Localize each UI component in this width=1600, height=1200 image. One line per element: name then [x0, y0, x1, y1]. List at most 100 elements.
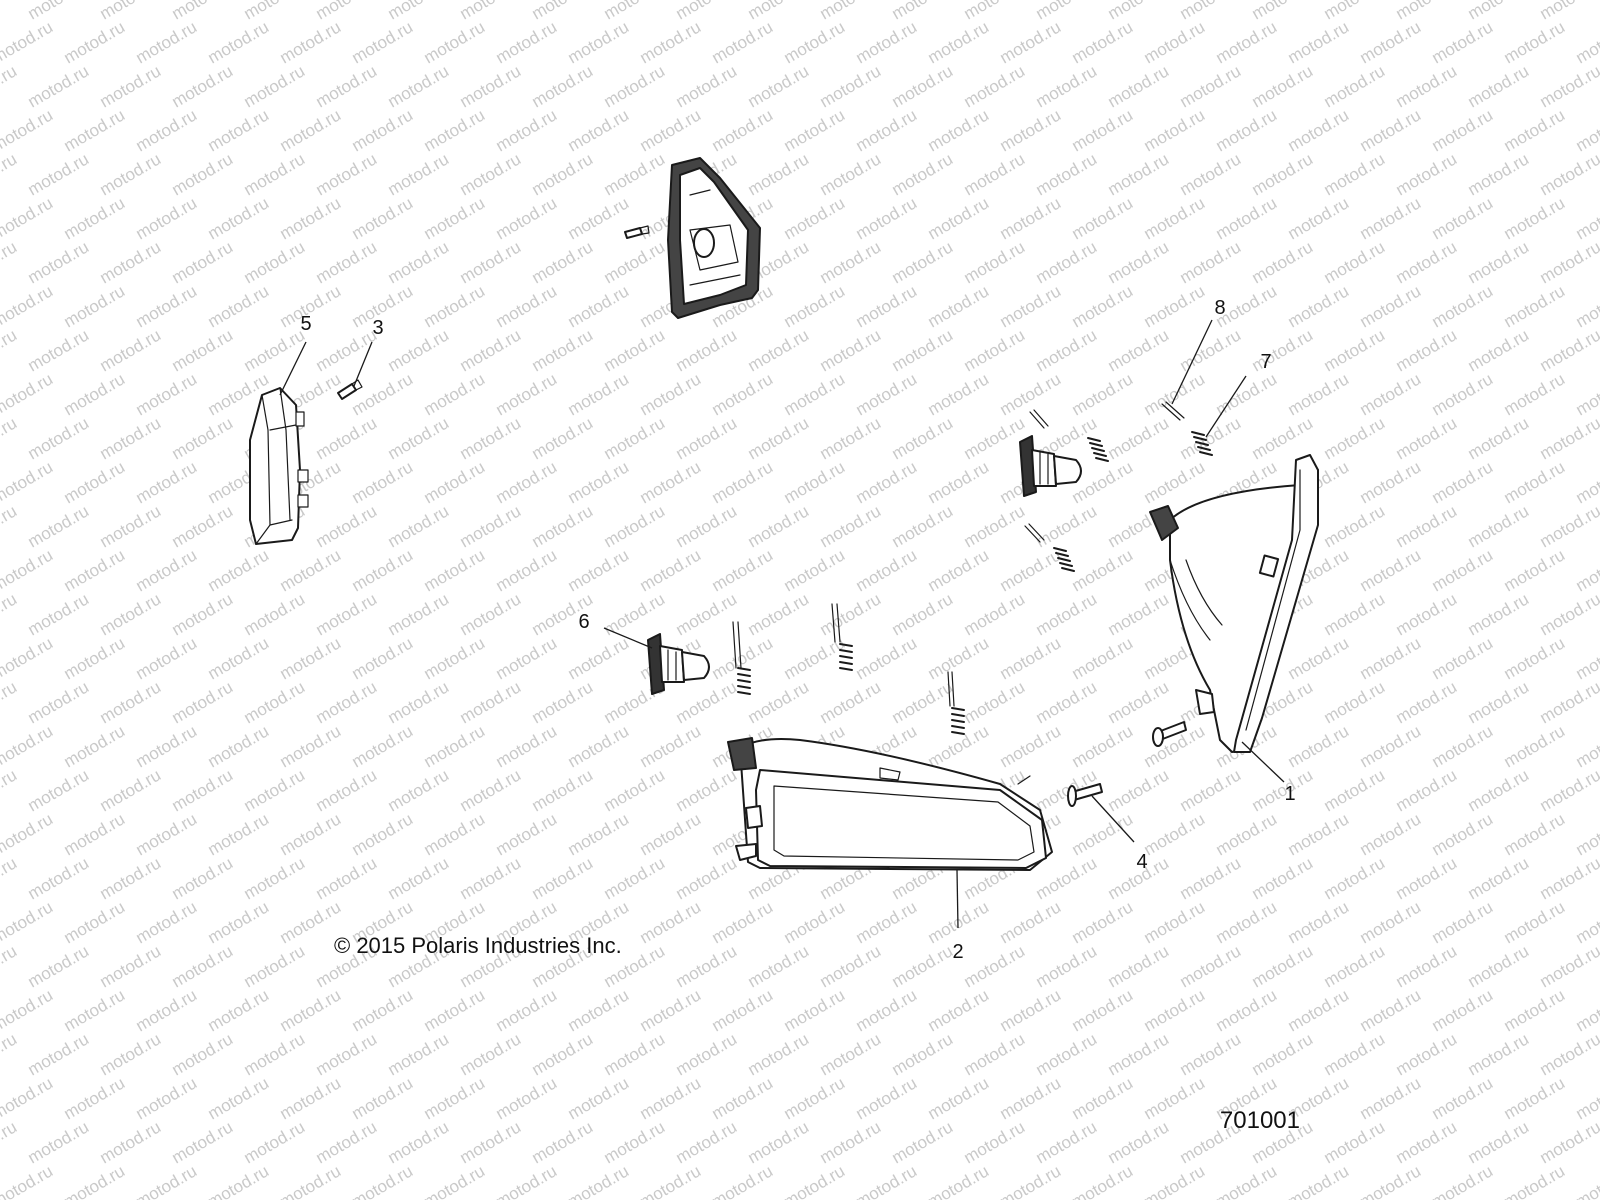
- watermark-text: motod.ru: [493, 1073, 561, 1123]
- watermark-text: motod.ru: [1285, 193, 1353, 243]
- watermark-text: motod.ru: [637, 17, 705, 67]
- watermark-text: motod.ru: [61, 633, 129, 683]
- watermark-text: motod.ru: [421, 545, 489, 595]
- watermark-text: motod.ru: [1177, 237, 1245, 287]
- watermark-text: motod.ru: [889, 589, 957, 639]
- watermark-text: motod.ru: [709, 1161, 777, 1200]
- watermark-text: motod.ru: [637, 369, 705, 419]
- watermark-text: motod.ru: [673, 941, 741, 991]
- watermark-text: motod.ru: [925, 985, 993, 1035]
- watermark-text: motod.ru: [169, 1117, 237, 1167]
- watermark-text: motod.ru: [1393, 61, 1461, 111]
- watermark-text: motod.ru: [673, 677, 741, 727]
- watermark-text: motod.ru: [1537, 149, 1600, 199]
- watermark-text: motod.ru: [1465, 325, 1533, 375]
- watermark-text: motod.ru: [97, 61, 165, 111]
- watermark-text: motod.ru: [0, 193, 56, 243]
- watermark-text: motod.ru: [925, 545, 993, 595]
- watermark-text: motod.ru: [457, 0, 525, 23]
- watermark-text: motod.ru: [1573, 545, 1600, 595]
- copyright-text: © 2015 Polaris Industries Inc.: [334, 933, 622, 958]
- watermark-text: motod.ru: [1501, 545, 1569, 595]
- watermark-text: motod.ru: [1177, 1029, 1245, 1079]
- watermark-text: motod.ru: [0, 105, 56, 155]
- watermark-text: motod.ru: [1393, 765, 1461, 815]
- watermark-text: motod.ru: [421, 369, 489, 419]
- watermark-text: motod.ru: [853, 1161, 921, 1200]
- watermark-text: motod.ru: [781, 17, 849, 67]
- callout-6: 6: [578, 611, 589, 633]
- watermark-text: motod.ru: [457, 325, 525, 375]
- watermark-text: motod.ru: [745, 61, 813, 111]
- watermark-text: motod.ru: [1177, 0, 1245, 23]
- watermark-text: motod.ru: [1249, 149, 1317, 199]
- watermark-text: motod.ru: [601, 237, 669, 287]
- watermark-text: motod.ru: [1393, 501, 1461, 551]
- watermark-text: motod.ru: [1465, 1117, 1533, 1167]
- watermark-text: motod.ru: [493, 721, 561, 771]
- watermark-text: motod.ru: [169, 413, 237, 463]
- watermark-text: motod.ru: [133, 897, 201, 947]
- watermark-text: motod.ru: [493, 193, 561, 243]
- watermark-text: motod.ru: [1537, 61, 1600, 111]
- watermark-text: motod.ru: [457, 1117, 525, 1167]
- watermark-text: motod.ru: [853, 1073, 921, 1123]
- watermark-text: motod.ru: [313, 501, 381, 551]
- watermark-text: motod.ru: [313, 1029, 381, 1079]
- watermark-text: motod.ru: [925, 369, 993, 419]
- watermark-text: motod.ru: [529, 501, 597, 551]
- watermark-text: motod.ru: [601, 1117, 669, 1167]
- watermark-text: motod.ru: [1033, 61, 1101, 111]
- watermark-text: motod.ru: [1069, 545, 1137, 595]
- callout-2: 2: [952, 941, 963, 963]
- watermark-text: motod.ru: [637, 721, 705, 771]
- watermark-text: motod.ru: [925, 721, 993, 771]
- watermark-text: motod.ru: [1573, 1073, 1600, 1123]
- watermark-text: motod.ru: [1429, 721, 1497, 771]
- watermark-text: motod.ru: [1213, 897, 1281, 947]
- watermark-text: motod.ru: [385, 413, 453, 463]
- watermark-text: motod.ru: [1249, 941, 1317, 991]
- watermark-text: motod.ru: [1393, 1117, 1461, 1167]
- watermark-text: motod.ru: [1141, 1073, 1209, 1123]
- watermark-text: motod.ru: [0, 61, 20, 111]
- watermark-text: motod.ru: [241, 765, 309, 815]
- watermark-text: motod.ru: [1537, 677, 1600, 727]
- spring: [1087, 437, 1109, 462]
- watermark-text: motod.ru: [745, 325, 813, 375]
- watermark-text: motod.ru: [673, 1029, 741, 1079]
- watermark-text: motod.ru: [997, 281, 1065, 331]
- watermark-text: motod.ru: [1357, 369, 1425, 419]
- watermark-text: motod.ru: [1573, 105, 1600, 155]
- watermark-text: motod.ru: [25, 501, 93, 551]
- watermark-text: motod.ru: [0, 985, 56, 1035]
- watermark-text: motod.ru: [889, 0, 957, 23]
- watermark-text: motod.ru: [997, 17, 1065, 67]
- watermark-text: motod.ru: [961, 677, 1029, 727]
- watermark-text: motod.ru: [745, 677, 813, 727]
- watermark-text: motod.ru: [1321, 589, 1389, 639]
- watermark-text: motod.ru: [997, 633, 1065, 683]
- watermark-text: motod.ru: [457, 853, 525, 903]
- watermark-text: motod.ru: [205, 17, 273, 67]
- watermark-text: motod.ru: [1033, 677, 1101, 727]
- watermark-text: motod.ru: [1357, 809, 1425, 859]
- watermark-text: motod.ru: [529, 765, 597, 815]
- watermark-text: motod.ru: [565, 985, 633, 1035]
- watermark-text: motod.ru: [61, 545, 129, 595]
- watermark-text: motod.ru: [421, 721, 489, 771]
- watermark-text: motod.ru: [277, 809, 345, 859]
- watermark-text: motod.ru: [565, 1073, 633, 1123]
- watermark-text: motod.ru: [277, 633, 345, 683]
- watermark-text: motod.ru: [169, 941, 237, 991]
- watermark-text: motod.ru: [61, 17, 129, 67]
- watermark-text: motod.ru: [817, 0, 885, 23]
- watermark-text: motod.ru: [601, 325, 669, 375]
- watermark-text: motod.ru: [1573, 985, 1600, 1035]
- watermark-text: motod.ru: [1285, 281, 1353, 331]
- watermark-text: motod.ru: [1429, 369, 1497, 419]
- watermark-text: motod.ru: [1033, 1117, 1101, 1167]
- watermark-text: motod.ru: [889, 149, 957, 199]
- watermark-text: motod.ru: [709, 457, 777, 507]
- watermark-text: motod.ru: [0, 0, 20, 23]
